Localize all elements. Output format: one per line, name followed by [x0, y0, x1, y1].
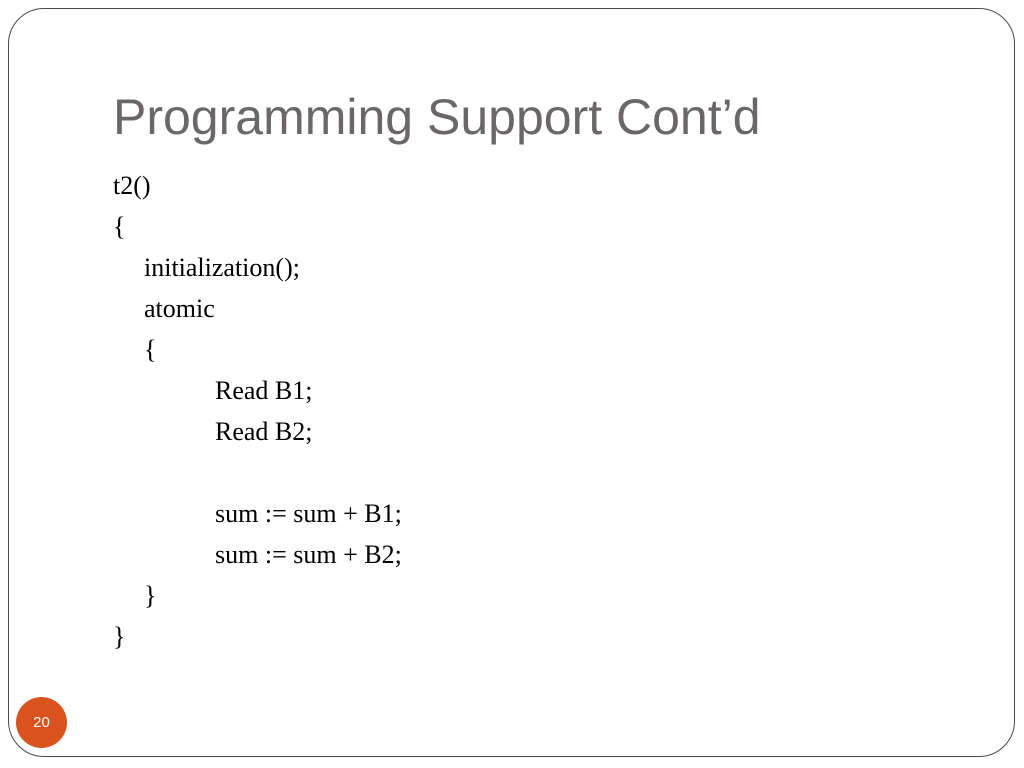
code-line: {	[144, 335, 157, 364]
code-line: sum := sum + B1;	[215, 499, 402, 528]
code-line: t2()	[113, 171, 151, 200]
code-line: sum := sum + B2;	[215, 540, 402, 569]
code-line: atomic	[144, 294, 215, 323]
code-line: Read B1;	[215, 376, 313, 405]
code-line: }	[113, 622, 126, 651]
code-line: initialization();	[144, 253, 300, 282]
code-line: }	[144, 581, 157, 610]
slide-frame	[8, 8, 1015, 757]
slide-title: Programming Support Cont’d	[113, 89, 761, 145]
page-number-badge: 20	[16, 697, 67, 748]
code-line: Read B2;	[215, 417, 313, 446]
code-block: t2() { initialization(); atomic { Read B…	[113, 165, 402, 657]
code-line	[113, 452, 402, 493]
code-line: {	[113, 212, 126, 241]
